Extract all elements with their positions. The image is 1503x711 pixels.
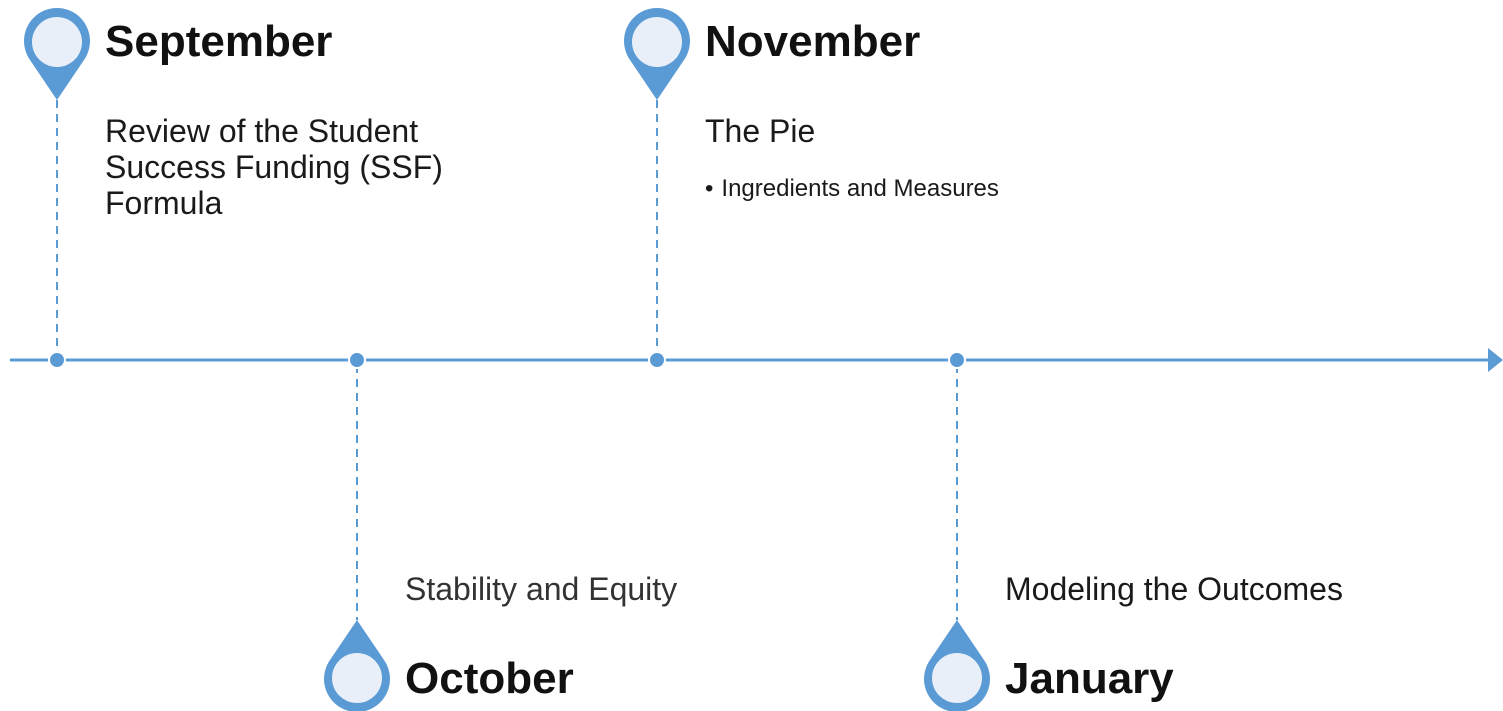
pin-marker-october <box>324 620 390 711</box>
november-bullet-list: Ingredients and Measures <box>705 175 999 203</box>
pin-marker-november <box>624 8 691 100</box>
month-label-january: January <box>1005 654 1174 703</box>
month-label-november: November <box>705 17 921 66</box>
milestone-description-october: Stability and Equity <box>405 571 678 607</box>
pin-marker-january <box>924 620 990 711</box>
timeline-arrowhead <box>1488 348 1503 372</box>
axis-dot-january <box>948 351 966 369</box>
milestone-description-november: The Pie <box>705 113 816 149</box>
bullet-item: Ingredients and Measures <box>705 175 999 203</box>
pin-marker-september <box>24 8 91 100</box>
month-label-september: September <box>105 17 333 66</box>
axis-dot-september <box>48 351 66 369</box>
axis-dot-october <box>348 351 366 369</box>
month-label-october: October <box>405 654 574 703</box>
milestone-description-september: Review of the Student Success Funding (S… <box>105 113 443 221</box>
milestone-description-january: Modeling the Outcomes <box>1005 571 1343 607</box>
axis-dot-november <box>648 351 666 369</box>
